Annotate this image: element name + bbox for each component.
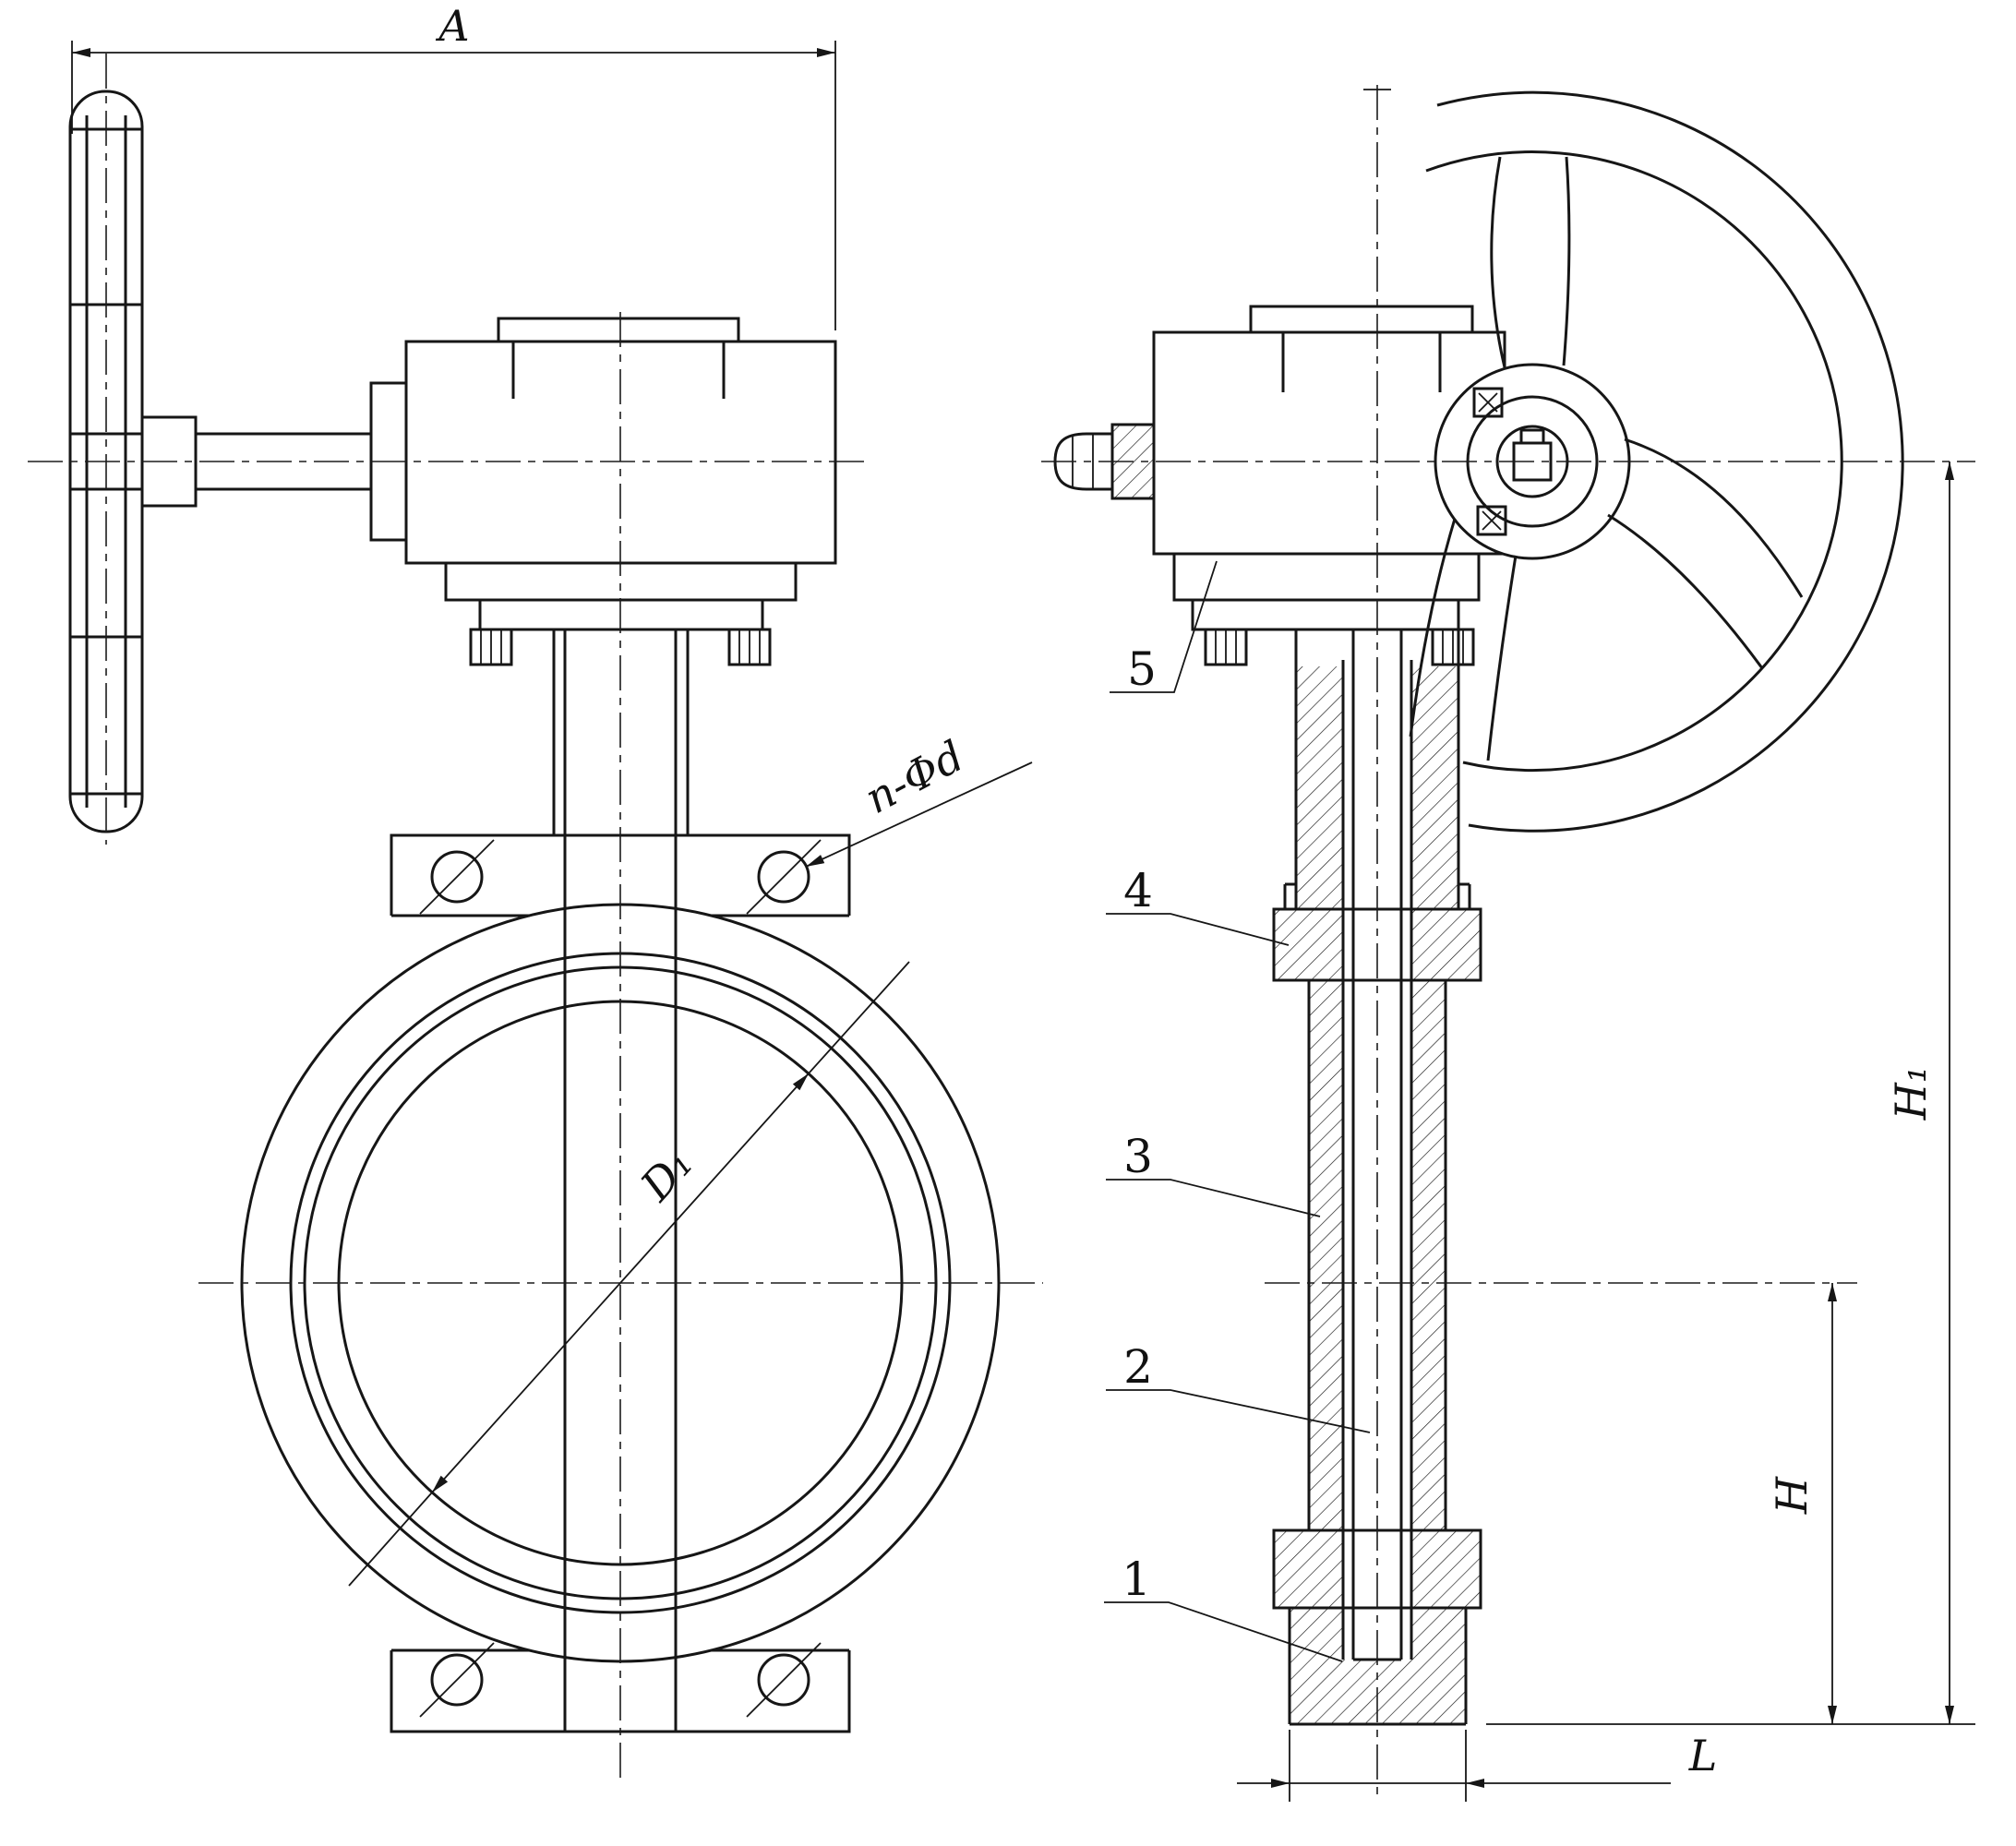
dim-L: L — [1237, 1730, 1717, 1802]
dim-A: A — [71, 1, 836, 330]
front-view: A n-Φd D₁ — [28, 1, 1043, 1783]
part-label-3: 3 — [1123, 1130, 1153, 1183]
hub-bolt — [1472, 387, 1504, 418]
dim-H: H — [1767, 1283, 1837, 1724]
bore-diameter-label: D₁ — [630, 1139, 702, 1211]
hub-keyway — [1519, 428, 1545, 445]
callout-bolt-spec: n-Φd — [805, 731, 1033, 868]
part-label-4: 4 — [1123, 864, 1153, 917]
stud-bolt — [1431, 628, 1475, 666]
dim-A-label: A — [435, 1, 469, 51]
wheel-rim-inner — [1425, 150, 1843, 773]
hub-bolt — [1476, 505, 1507, 536]
stud-bolt — [1204, 628, 1248, 666]
stem-section — [1272, 629, 1482, 1726]
dim-D1: D₁ — [348, 961, 910, 1587]
centerlines-side — [1041, 85, 1975, 1800]
stud-bolt — [469, 628, 513, 666]
stud-bolt — [727, 628, 772, 666]
total-height-label: H₁ — [1886, 1066, 1936, 1121]
gearbox-side — [1053, 305, 1506, 666]
bottom-width-label: L — [1688, 1731, 1718, 1780]
part-label-5: 5 — [1127, 642, 1157, 696]
part-label-1: 1 — [1122, 1552, 1151, 1606]
centerlines-front — [28, 54, 1043, 1783]
bolt-holes-front — [419, 839, 822, 1718]
part-callouts: 5 4 3 2 1 — [1104, 560, 1371, 1662]
wheel-rim-outer — [1436, 90, 1904, 833]
part-label-2: 2 — [1123, 1340, 1153, 1394]
side-view: 5 4 3 2 1 H₁ H L — [1041, 85, 1975, 1802]
dim-H1: H₁ — [1486, 462, 1975, 1725]
body-height-label: H — [1767, 1476, 1817, 1515]
wheel-spokes — [1409, 156, 1804, 761]
bolt-spec-label: n-Φd — [857, 731, 972, 823]
